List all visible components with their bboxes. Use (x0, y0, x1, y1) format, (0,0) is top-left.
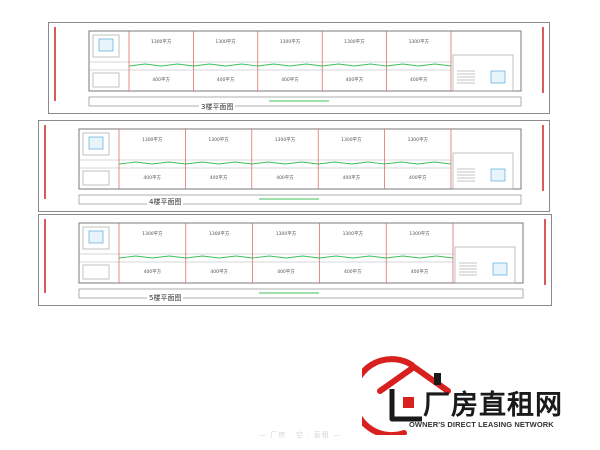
room-area-label: 1300平方 (275, 136, 296, 143)
title-strip (88, 96, 522, 107)
service-room (82, 170, 110, 186)
elevator-icon (98, 38, 114, 52)
service-room (82, 264, 110, 280)
room-area-label: 400平方 (217, 76, 235, 83)
room-area-label: 400平方 (346, 76, 364, 83)
floor-plan-sheet-3: 1300平方 400平方 1300平方 400平方 1300平方 400平方 1300平方 4… (38, 214, 552, 306)
elevator-icon (490, 168, 506, 182)
room-area-label: 400平方 (343, 174, 361, 181)
room-area-label: 1300平方 (142, 136, 163, 143)
room-area-label: 1300平方 (209, 230, 230, 237)
footer-watermark-text: — 厂房 · 空 · 直租 — (259, 431, 341, 439)
outer-wall (78, 222, 524, 284)
logo-name-cn: 厂房直租网 (423, 390, 563, 421)
corridor-line (118, 161, 452, 165)
elevator-icon (490, 70, 506, 84)
room-area-label: 1300平方 (208, 136, 229, 143)
room-area-label: 400平方 (409, 174, 427, 181)
logo-name-en: OWNER'S DIRECT LEASING NETWORK (409, 420, 554, 429)
room-area-label: 1300平方 (343, 230, 364, 237)
room-area-label: 400平方 (411, 268, 429, 275)
corridor-line (128, 63, 452, 67)
floor-plan-drawing-2: 1300平方 400平方 1300平方 400平方 1300平方 400平方 1300平方 4… (44, 125, 544, 205)
room-area-label: 1300平方 (280, 38, 301, 45)
title-strip (78, 194, 522, 205)
floor-title-1: 3楼平面图 (199, 102, 236, 112)
outer-wall (78, 128, 522, 190)
floor-plan-drawing-3: 1300平方 400平方 1300平方 400平方 1300平方 400平方 1300平方 4… (44, 219, 546, 299)
service-room (452, 54, 514, 92)
floor-title-2: 4楼平面图 (147, 197, 184, 207)
service-room (92, 72, 120, 88)
service-room (82, 226, 110, 250)
service-room (92, 34, 120, 58)
outer-wall (88, 30, 522, 92)
room-area-label: 400平方 (344, 268, 362, 275)
room-area-label: 400平方 (276, 174, 294, 181)
corridor-line (118, 255, 454, 259)
room-area-label: 400平方 (210, 268, 228, 275)
elevator-icon (492, 262, 508, 276)
floor-plan-sheet-2: 1300平方 400平方 1300平方 400平方 1300平方 400平方 1300平方 4… (38, 120, 550, 212)
service-room (452, 152, 514, 190)
room-area-label: 1300平方 (408, 136, 429, 143)
service-room (82, 132, 110, 156)
room-area-label: 400平方 (410, 76, 428, 83)
room-area-label: 1300平方 (344, 38, 365, 45)
elevator-icon (88, 230, 104, 244)
room-area-label: 400平方 (143, 174, 161, 181)
room-area-label: 1300平方 (409, 38, 430, 45)
room-area-label: 400平方 (152, 76, 170, 83)
room-area-label: 1300平方 (215, 38, 236, 45)
service-room (454, 246, 516, 284)
room-area-label: 400平方 (281, 76, 299, 83)
title-strip (78, 288, 524, 299)
room-area-label: 400平方 (144, 268, 162, 275)
room-area-label: 400平方 (210, 174, 228, 181)
floor-plan-drawing-1: 1300平方 400平方 1300平方 400平方 1300平方 400平方 1300平方 4… (54, 27, 544, 107)
room-area-label: 1300平方 (142, 230, 163, 237)
elevator-icon (88, 136, 104, 150)
house-logo-icon (362, 356, 451, 435)
floor-title-3: 5楼平面图 (147, 293, 184, 303)
room-area-label: 1300平方 (151, 38, 172, 45)
room-area-label: 1300平方 (341, 136, 362, 143)
room-area-label: 400平方 (277, 268, 295, 275)
room-area-label: 1300平方 (276, 230, 297, 237)
floor-plan-sheet-1: 1300平方 400平方 1300平方 400平方 1300平方 400平方 1300平方 4… (48, 22, 550, 114)
room-area-label: 1300平方 (409, 230, 430, 237)
